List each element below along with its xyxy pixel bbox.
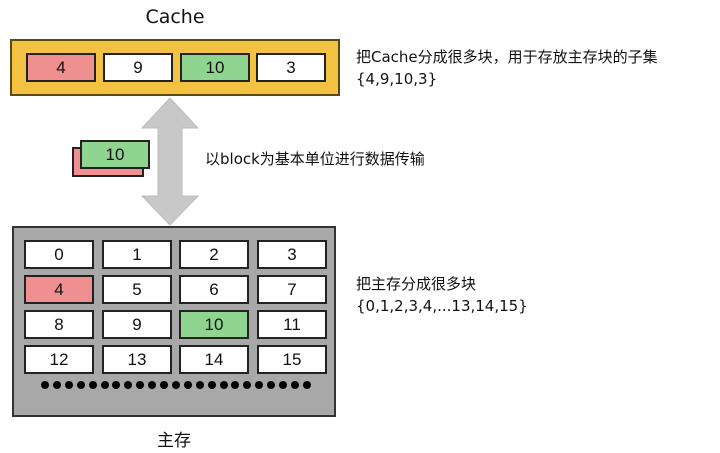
transfer-block: 10 bbox=[80, 140, 150, 169]
ellipsis-dot bbox=[65, 381, 73, 389]
ellipsis-dot bbox=[160, 381, 168, 389]
memory-block-10: 10 bbox=[179, 310, 249, 339]
ellipsis-dot bbox=[291, 381, 299, 389]
ellipsis-dot bbox=[196, 381, 204, 389]
memory-block-11: 11 bbox=[257, 310, 327, 339]
ellipsis-dot bbox=[208, 381, 216, 389]
ellipsis-dot bbox=[124, 381, 132, 389]
memory-block-13: 13 bbox=[102, 345, 172, 374]
memory-block-3: 3 bbox=[257, 240, 327, 269]
cache-title: Cache bbox=[145, 6, 205, 28]
cache-box: 4 9 10 3 bbox=[10, 39, 340, 96]
ellipsis-dot bbox=[220, 381, 228, 389]
memory-description-line1: 把主存分成很多块 bbox=[356, 275, 477, 293]
memory-block-15: 15 bbox=[257, 345, 327, 374]
memory-block-9: 9 bbox=[102, 310, 172, 339]
ellipsis-dots bbox=[41, 377, 311, 389]
memory-block-1: 1 bbox=[102, 240, 172, 269]
memory-block-12: 12 bbox=[24, 345, 94, 374]
ellipsis-dot bbox=[267, 381, 275, 389]
ellipsis-dot bbox=[89, 381, 97, 389]
ellipsis-dot bbox=[255, 381, 263, 389]
memory-block-4: 4 bbox=[24, 275, 94, 304]
ellipsis-dot bbox=[243, 381, 251, 389]
cache-description-line1: 把Cache分成很多块，用于存放主存块的子集 bbox=[356, 48, 658, 66]
memory-block-14: 14 bbox=[179, 345, 249, 374]
ellipsis-dot bbox=[303, 381, 311, 389]
ellipsis-dot bbox=[77, 381, 85, 389]
ellipsis-dot bbox=[279, 381, 287, 389]
ellipsis-dot bbox=[53, 381, 61, 389]
memory-block-0: 0 bbox=[24, 240, 94, 269]
cache-block-9: 9 bbox=[103, 53, 173, 82]
cache-description-line2: {4,9,10,3} bbox=[356, 70, 438, 88]
ellipsis-dot bbox=[148, 381, 156, 389]
memory-block-2: 2 bbox=[179, 240, 249, 269]
memory-block-8: 8 bbox=[24, 310, 94, 339]
memory-description-line2: {0,1,2,3,4,...13,14,15} bbox=[356, 297, 528, 315]
ellipsis-dot bbox=[41, 381, 49, 389]
memory-block-7: 7 bbox=[257, 275, 327, 304]
ellipsis-dot bbox=[231, 381, 239, 389]
cache-block-4: 4 bbox=[26, 53, 96, 82]
memory-block-6: 6 bbox=[179, 275, 249, 304]
ellipsis-dot bbox=[101, 381, 109, 389]
transfer-description: 以block为基本单位进行数据传输 bbox=[205, 150, 425, 168]
cache-block-10: 10 bbox=[180, 53, 250, 82]
ellipsis-dot bbox=[112, 381, 120, 389]
ellipsis-dot bbox=[172, 381, 180, 389]
ellipsis-dot bbox=[184, 381, 192, 389]
transfer-arrow-icon bbox=[140, 98, 200, 226]
memory-title: 主存 bbox=[157, 431, 191, 451]
memory-block-5: 5 bbox=[102, 275, 172, 304]
ellipsis-dot bbox=[136, 381, 144, 389]
cache-block-3: 3 bbox=[256, 53, 326, 82]
